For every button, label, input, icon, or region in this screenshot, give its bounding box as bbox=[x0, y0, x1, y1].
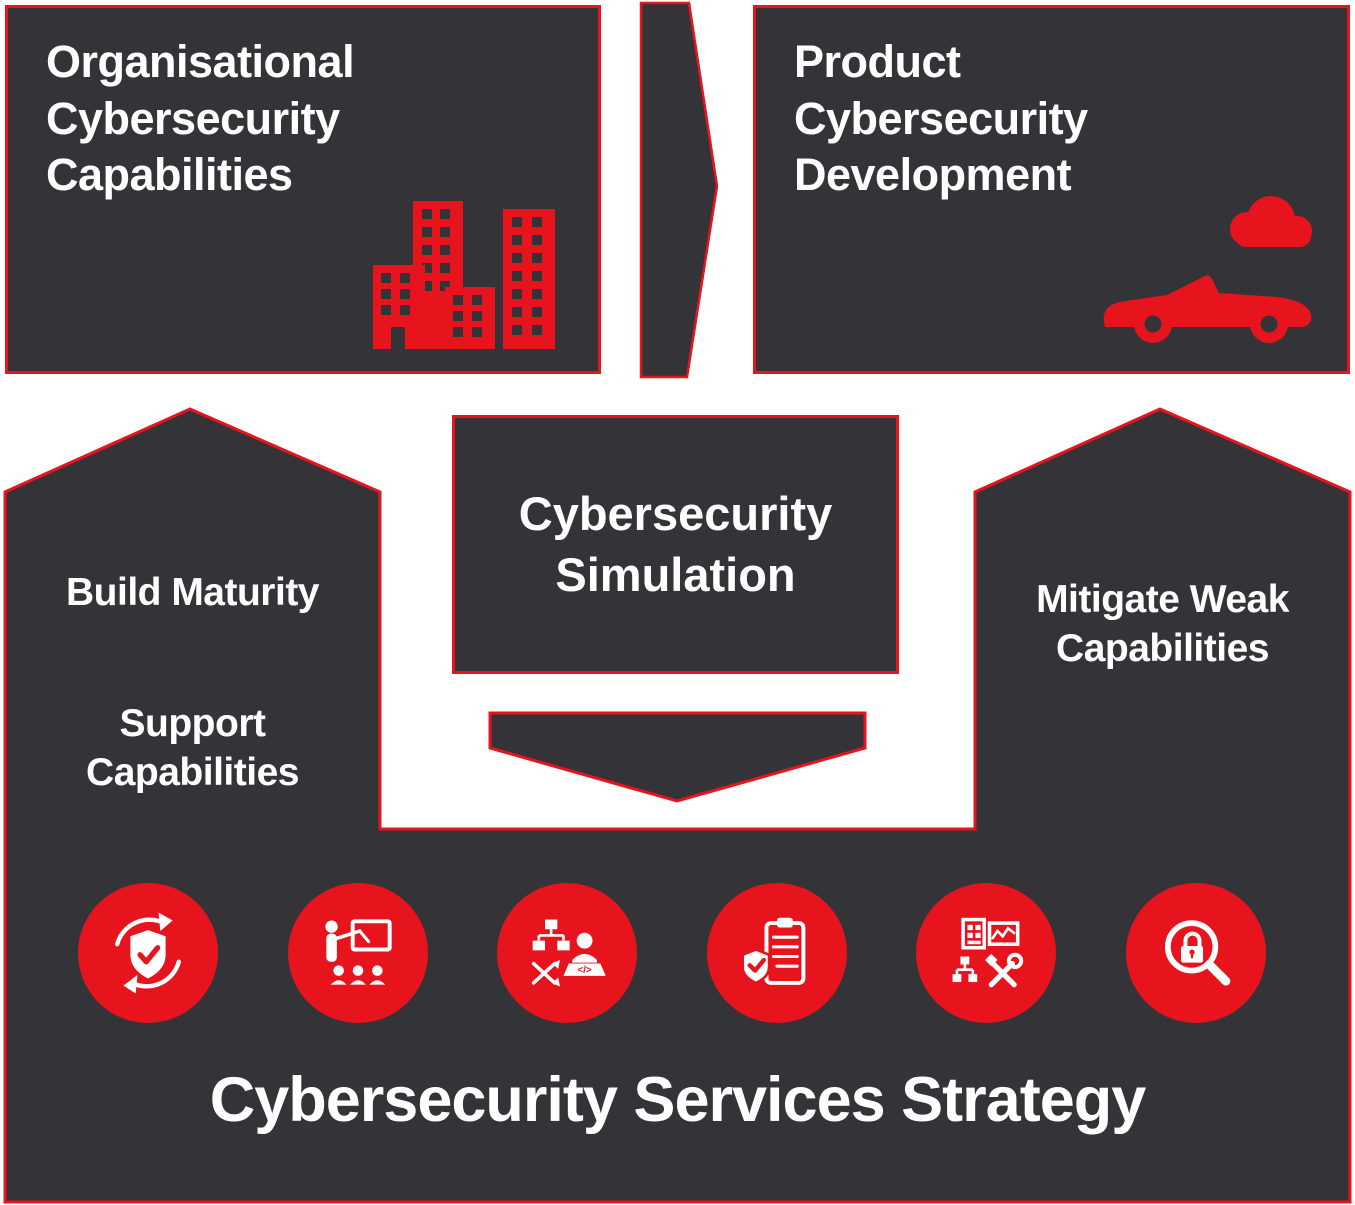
build-maturity-label: Build Maturity bbox=[66, 570, 320, 614]
buildings-icon bbox=[373, 201, 555, 349]
right-flow-arrow bbox=[639, 1, 719, 379]
cloud-icon bbox=[1230, 196, 1312, 247]
product-development-box: Product Cybersecurity Development bbox=[753, 5, 1350, 374]
training-presentation-icon bbox=[287, 883, 428, 1023]
organisational-capabilities-title: Organisational Cybersecurity Capabilitie… bbox=[46, 36, 355, 201]
down-chevron-shape bbox=[488, 711, 867, 803]
support-capabilities-label: Support Capabilities bbox=[86, 702, 299, 794]
secure-development-icon: </> bbox=[497, 883, 638, 1023]
svg-text:</>: </> bbox=[578, 965, 592, 976]
convertible-car-icon bbox=[1103, 275, 1312, 343]
mitigate-weak-label: Mitigate Weak Capabilities bbox=[1036, 577, 1289, 670]
build-maturity-banner: Build Maturity Support Capabilities bbox=[5, 520, 380, 847]
product-development-title: Product Cybersecurity Development bbox=[794, 36, 1088, 201]
engineering-network-tools-icon bbox=[916, 883, 1057, 1023]
certified-shield-cycle-icon bbox=[78, 883, 218, 1023]
strategy-title: Cybersecurity Services Strategy bbox=[209, 1065, 1147, 1135]
cybersecurity-simulation-title: Cybersecurity Simulation bbox=[518, 487, 833, 601]
compliance-checklist-shield-icon bbox=[706, 883, 847, 1023]
mitigate-weak-banner: Mitigate Weak Capabilities bbox=[975, 527, 1350, 722]
car-and-cloud-icon bbox=[1103, 196, 1312, 343]
security-audit-magnifier-lock-icon bbox=[1125, 883, 1266, 1023]
cybersecurity-simulation-box: Cybersecurity Simulation bbox=[452, 415, 899, 674]
services-icon-row: </> bbox=[78, 883, 1266, 1023]
organisational-capabilities-box: Organisational Cybersecurity Capabilitie… bbox=[5, 5, 601, 374]
